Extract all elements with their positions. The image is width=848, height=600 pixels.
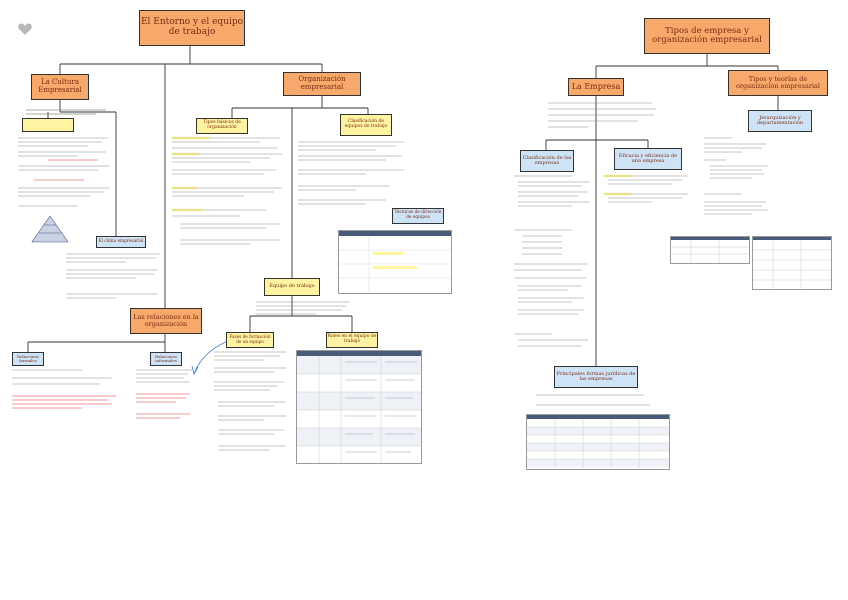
culture-pyramid	[31, 215, 69, 243]
main-left-title: El Entorno y el equipo de trabajo	[139, 10, 245, 46]
clasif-equipos-notes	[296, 140, 408, 213]
departamentacion-node: Jerarquización y departamentación	[748, 110, 812, 132]
roles-node: Roles en el equipo de trabajo	[326, 332, 378, 348]
org-node: Organización empresarial	[283, 72, 361, 96]
rel-formales-node: Relaciones formales	[12, 352, 44, 366]
clasif-emp-notes	[512, 174, 592, 359]
tipos-basicos-notes	[170, 136, 286, 257]
equipo-node: Equipo de trabajo	[264, 278, 320, 296]
tecnicas-table	[338, 230, 452, 294]
clima-notes	[66, 252, 162, 309]
empresa-node: La Empresa	[568, 78, 624, 96]
clasif-equipos-node: Clasificación de equipos de trabajo	[340, 114, 392, 136]
clasif-emp-node: Clasificación de las empresas	[520, 150, 574, 172]
teorias-table-1	[670, 236, 750, 264]
departamentacion-notes	[702, 136, 772, 281]
cultura-sub-node	[22, 118, 74, 132]
cultura-detail-notes	[18, 136, 114, 217]
equipo-notes	[256, 300, 352, 327]
tecnicas-node: Técnicas de dirección de equipos	[392, 208, 444, 224]
eficacia-node: Eficacia y eficiencia de una empresa	[614, 148, 682, 170]
clima-node: El clima empresarial	[96, 236, 146, 248]
cultura-notes	[26, 104, 110, 122]
empresa-notes	[548, 100, 658, 137]
teorias-table-2	[752, 236, 832, 290]
teorias-node: Tipos y teorías de organización empresar…	[728, 70, 828, 96]
formas-juridicas-node: Principales formas jurídicas de las empr…	[554, 366, 638, 388]
formas-juridicas-notes	[536, 392, 652, 417]
cultura-node: La Cultura Empresarial	[31, 74, 89, 100]
heart-icon	[18, 23, 32, 35]
relaciones-node: Las relaciones en la organización	[130, 308, 202, 334]
eficacia-notes	[602, 174, 692, 215]
roles-table	[296, 350, 422, 464]
tipos-basicos-node: Tipos básicos de organización	[196, 118, 248, 134]
main-right-title: Tipos de empresa y organización empresar…	[644, 18, 770, 54]
formas-juridicas-table	[526, 414, 670, 470]
formacion-notes	[214, 350, 290, 465]
formacion-node: Fases de formación de un equipo	[226, 332, 274, 348]
rel-informales-node: Relaciones informales	[150, 352, 182, 366]
rel-informales-notes	[136, 368, 196, 443]
rel-formales-notes	[12, 368, 122, 423]
